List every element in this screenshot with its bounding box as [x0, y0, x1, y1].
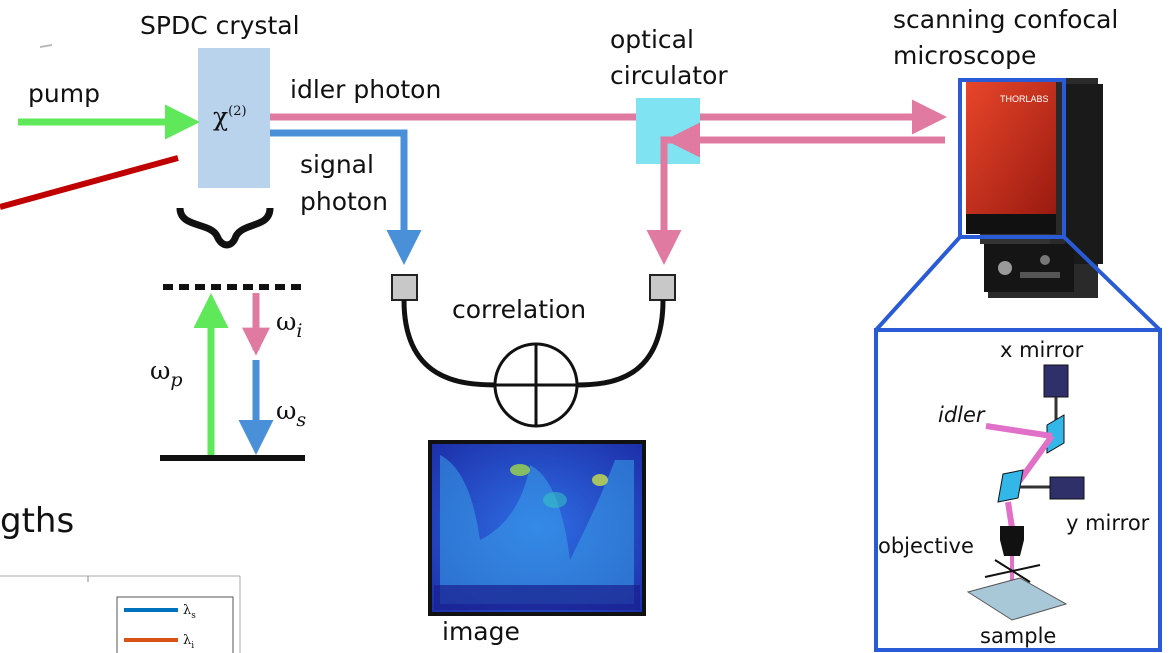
- idler-photon-label: idler photon: [290, 75, 441, 104]
- curly-brace-icon: [176, 207, 274, 249]
- signal-label-line2: photon: [300, 187, 388, 216]
- omega-i-label: ωi: [276, 307, 302, 342]
- sample-label: sample: [980, 624, 1056, 648]
- correlation-wire-left: [401, 299, 497, 388]
- correlation-label: correlation: [452, 295, 586, 324]
- circle-plus-icon: [493, 342, 579, 428]
- y-mirror-icon: [997, 469, 1024, 503]
- zoom-line-left: [874, 235, 962, 332]
- x-mirror-motor-icon: [1043, 364, 1069, 425]
- laser-line: [0, 155, 179, 210]
- microscope-label-line2: microscope: [893, 41, 1036, 70]
- omega-p-label: ωp: [150, 356, 183, 391]
- microscope-photo: THORLABS: [966, 78, 1103, 298]
- spdc-crystal-label: SPDC crystal: [140, 11, 300, 40]
- y-mirror-label: y mirror: [1066, 511, 1150, 535]
- partial-caption: gths: [0, 501, 74, 541]
- sample-slide: [966, 577, 1068, 621]
- signal-beam: [270, 129, 422, 265]
- optical-circulator: [636, 98, 700, 164]
- image-label: image: [442, 617, 520, 646]
- microscope-highlight-box: [958, 78, 1066, 239]
- svg-text:THORLABS: THORLABS: [1000, 94, 1049, 104]
- objective-label: objective: [878, 534, 974, 558]
- zoom-line-right: [1062, 235, 1162, 332]
- detector-left-icon: [391, 274, 418, 301]
- signal-label-line1: signal: [300, 150, 374, 179]
- idler-beam-inset: [985, 423, 1053, 439]
- legend-idler: λi: [183, 633, 194, 651]
- beam-to-objective: [1005, 501, 1015, 529]
- y-mirror-motor-icon: [1020, 476, 1085, 500]
- stray-mark: [39, 44, 53, 48]
- circulator-label-line2: circulator: [610, 61, 728, 90]
- spdc-crystal: [198, 48, 270, 188]
- plot-legend: λs λi: [116, 596, 234, 653]
- correlation-wire-right: [575, 299, 666, 388]
- idler-inset-label: idler: [938, 403, 986, 427]
- microscope-label-line1: scanning confocal: [893, 5, 1118, 34]
- return-beam: [646, 136, 945, 265]
- circulator-label-line1: optical: [610, 25, 694, 54]
- scan-arrow-y: [994, 559, 1031, 583]
- objective-icon: [1000, 526, 1024, 556]
- omega-s-label: ωs: [276, 396, 306, 431]
- detector-right-icon: [649, 274, 676, 301]
- chi2-symbol: χ(2): [213, 102, 247, 131]
- pump-label: pump: [28, 79, 100, 108]
- scan-image: [428, 440, 646, 616]
- x-mirror-label: x mirror: [1000, 338, 1084, 362]
- legend-signal: λs: [183, 603, 196, 621]
- beam-between-mirrors: [1015, 434, 1055, 485]
